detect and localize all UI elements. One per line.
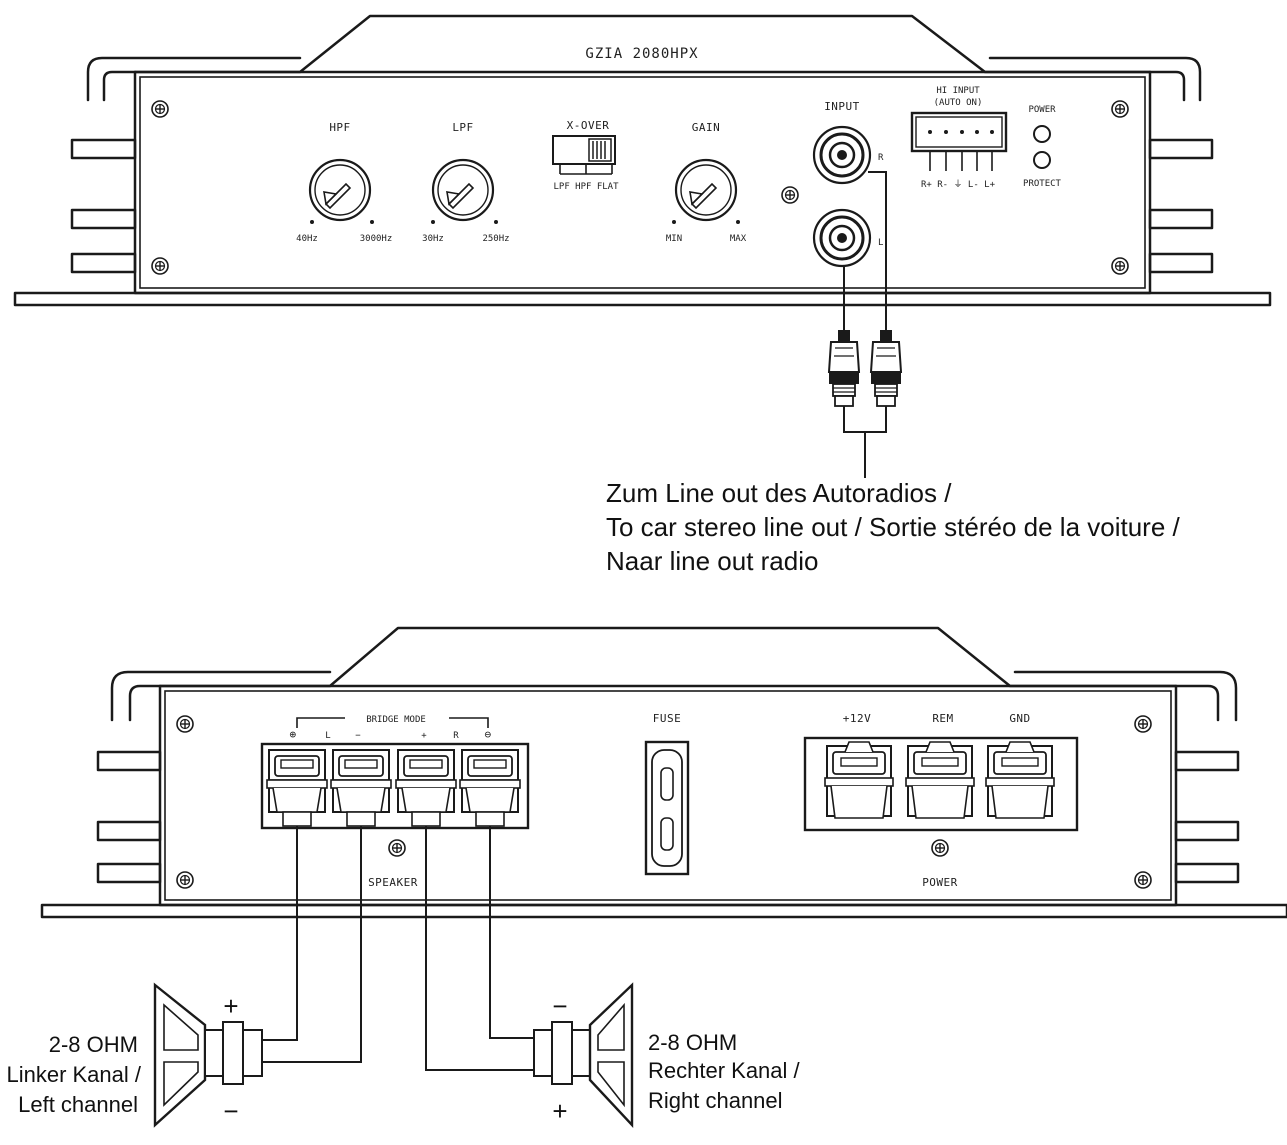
lpf-min-label: 30Hz: [422, 234, 444, 244]
screw-icon: [1134, 715, 1152, 733]
fuse-label: FUSE: [653, 712, 682, 725]
xover-switch[interactable]: [552, 135, 616, 175]
right-speaker-channel-de: Rechter Kanal /: [648, 1058, 801, 1083]
right-speaker-channel-en: Right channel: [648, 1088, 783, 1113]
caption-line-2: To car stereo line out / Sortie stéréo d…: [606, 512, 1181, 542]
screw-icon: [931, 839, 949, 857]
caption-line-1: Zum Line out des Autoradios /: [606, 478, 952, 508]
rca-cables: [828, 171, 902, 478]
hi-input-connector[interactable]: [910, 111, 1008, 171]
speaker-label: SPEAKER: [368, 876, 418, 889]
power-terminal-label-3: GND: [1009, 712, 1030, 725]
input-left-label: L: [878, 238, 883, 248]
xover-modes-label: LPF HPF FLAT: [553, 182, 619, 192]
right-speaker-ohm: 2-8 OHM: [648, 1030, 737, 1055]
hpf-label: HPF: [329, 121, 350, 134]
lpf-max-label: 250Hz: [482, 234, 509, 244]
screw-icon: [1111, 100, 1129, 118]
left-speaker-ohm: 2-8 OHM: [49, 1032, 138, 1057]
hi-input-label: HI INPUT: [936, 86, 980, 96]
right-speaker-negative-sign: −: [552, 991, 567, 1021]
hi-input-auto-label: (AUTO ON): [934, 98, 983, 108]
bridge-mode-label: BRIDGE MODE: [366, 715, 426, 725]
speaker-terminal-label-3: −: [355, 731, 361, 741]
input-label: INPUT: [824, 100, 860, 113]
screw-icon: [1111, 257, 1129, 275]
model-label: GZIA 2080HPX: [585, 46, 698, 62]
left-speaker-channel-en: Left channel: [18, 1092, 138, 1117]
screw-icon: [1134, 871, 1152, 889]
gain-label: GAIN: [692, 121, 721, 134]
speaker-terminal-label-2: L: [325, 731, 330, 741]
power-terminal-label-2: REM: [932, 712, 953, 725]
left-speaker-negative-sign: −: [223, 1096, 238, 1126]
right-speaker: − + 2-8 OHM Rechter Kanal / Right channe…: [533, 982, 801, 1129]
power-terminal-gnd[interactable]: [985, 741, 1055, 819]
power-terminal-rem[interactable]: [905, 741, 975, 819]
power-indicator-label: POWER: [1028, 105, 1056, 115]
rca-plug-right: [870, 329, 902, 407]
speaker-terminal-label-4: +: [421, 731, 427, 741]
gain-max-label: MAX: [730, 234, 747, 244]
hpf-knob[interactable]: [308, 158, 372, 222]
gain-knob[interactable]: [674, 158, 738, 222]
speaker-terminal-label-5: R: [453, 731, 459, 741]
input-right-label: R: [878, 153, 884, 163]
left-speaker-positive-sign: +: [223, 991, 238, 1021]
rca-plug-left: [828, 329, 860, 407]
speaker-terminal-label-6: ⊖: [484, 728, 491, 741]
xover-label: X-OVER: [567, 119, 610, 132]
power-terminal-label-1: +12V: [843, 712, 872, 725]
right-speaker-positive-sign: +: [552, 1096, 567, 1126]
protect-indicator-label: PROTECT: [1023, 179, 1062, 189]
gain-min-label: MIN: [666, 234, 682, 244]
screw-icon: [151, 257, 169, 275]
lpf-label: LPF: [452, 121, 473, 134]
hpf-min-label: 40Hz: [296, 234, 318, 244]
screw-icon: [176, 715, 194, 733]
top-amplifier: GZIA 2080HPX HPF 40Hz 3000Hz LPF 30Hz 25…: [13, 14, 1272, 307]
screw-icon: [388, 839, 406, 857]
left-speaker: + − 2-8 OHM Linker Kanal / Left channel: [6, 982, 263, 1128]
power-label: POWER: [922, 876, 958, 889]
left-speaker-channel-de: Linker Kanal /: [6, 1062, 141, 1087]
hpf-max-label: 3000Hz: [360, 234, 393, 244]
screw-icon: [151, 100, 169, 118]
fuse[interactable]: [644, 740, 690, 876]
line-out-caption: Zum Line out des Autoradios / To car ste…: [606, 478, 1181, 576]
power-terminal-12v[interactable]: [824, 741, 894, 819]
power-led-icon: [1033, 125, 1051, 143]
protect-led-icon: [1033, 151, 1051, 169]
screw-icon: [176, 871, 194, 889]
caption-line-3: Naar line out radio: [606, 546, 818, 576]
rca-input-right[interactable]: [812, 125, 872, 185]
screw-icon: [781, 186, 799, 204]
hi-input-pins-label: R+ R- ⏚ L- L+: [921, 179, 996, 190]
bottom-amplifier: BRIDGE MODE ⊕ L − + R ⊖ SPEAKER FUSE +12…: [40, 626, 1287, 919]
speaker-wires: [262, 826, 534, 1071]
rca-input-left[interactable]: [812, 208, 872, 268]
speaker-terminal-label-1: ⊕: [289, 728, 296, 741]
lpf-knob[interactable]: [431, 158, 495, 222]
